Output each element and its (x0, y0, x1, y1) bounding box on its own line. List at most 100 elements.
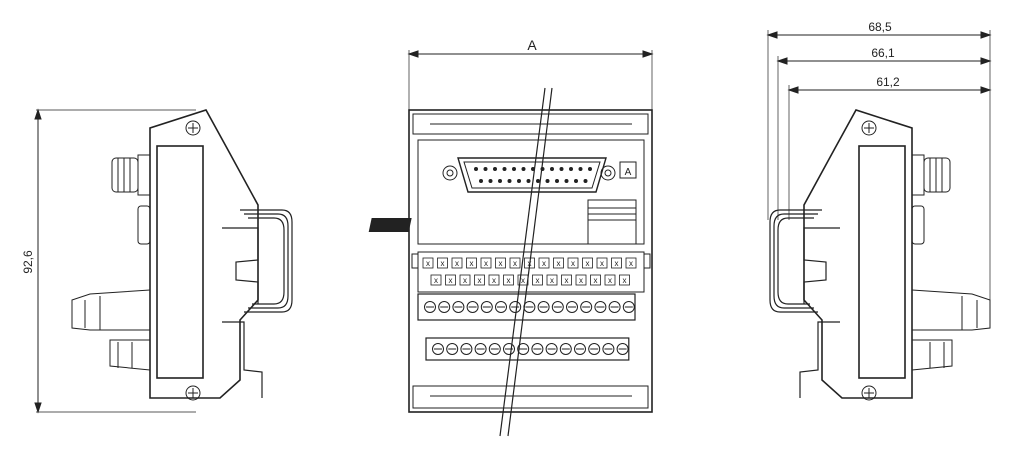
pin (474, 167, 478, 171)
din-rail-clip (222, 209, 293, 398)
depth-label-1: 68,5 (868, 20, 892, 34)
width-dimension: A (407, 37, 654, 112)
left-side-view: 92,6 (21, 108, 293, 414)
terminal-block-side (911, 289, 991, 371)
terminal-mark: x (623, 276, 627, 285)
terminal-screw-icon (602, 343, 615, 355)
terminal-screw-icon (616, 343, 629, 355)
terminal-mark: x (478, 276, 482, 285)
pin (488, 179, 493, 183)
terminal-screw-icon (559, 343, 572, 355)
pin (502, 167, 507, 171)
terminal-block (425, 337, 630, 361)
terminal-screw-icon (608, 301, 621, 313)
terminal-mark-box (567, 257, 579, 269)
terminal-screw-icon (466, 301, 479, 313)
terminal-row-top (417, 293, 636, 321)
terminal-mark: x (594, 276, 598, 285)
pin (483, 167, 488, 171)
terminal-mark: x (492, 276, 496, 285)
terminal-mark: x (434, 276, 438, 285)
terminal-screw-icon (588, 343, 601, 355)
terminal-screw-icon (495, 301, 507, 313)
tag-box (619, 161, 637, 179)
terminal-mark-box (474, 274, 485, 286)
terminal-mark: x (463, 276, 467, 285)
terminal-mark-box (611, 257, 622, 269)
pin (526, 179, 531, 183)
terminal-mark-box (437, 257, 448, 269)
terminal-mark: x (600, 259, 604, 268)
pin (521, 167, 526, 171)
terminal-screw-icon (517, 343, 530, 355)
pin (559, 167, 564, 171)
screw-icon (861, 385, 877, 401)
terminal-mark-box (596, 257, 608, 269)
terminal-mark-box (503, 274, 514, 286)
depth-dimensions: 68,5 66,1 61,2 (766, 20, 992, 326)
pin (517, 179, 521, 183)
pin (507, 179, 512, 183)
pin (555, 179, 559, 183)
latch-side (911, 205, 925, 245)
terminal-row-bottom (425, 337, 630, 361)
terminal-screw-icon (432, 343, 444, 355)
screw-icon (185, 385, 201, 401)
right-side-view: 68,5 66,1 61,2 (766, 20, 992, 401)
terminal-mark: x (586, 259, 590, 268)
terminal-mark-box (466, 257, 477, 269)
terminal-mark: x (565, 276, 569, 285)
terminal-mark-box (619, 274, 630, 286)
terminal-mark: x (579, 276, 583, 285)
break-line (499, 87, 553, 437)
terminal-mark: x (521, 276, 525, 285)
width-label: A (527, 37, 537, 53)
terminal-mark-box (532, 274, 543, 286)
pin (550, 167, 554, 171)
terminal-mark: x (550, 276, 554, 285)
terminal-mark: x (426, 259, 430, 268)
depth-label-2: 66,1 (871, 46, 895, 60)
brand-logo: Wirth (368, 218, 451, 232)
pin (536, 179, 540, 183)
terminal-mark-box (582, 257, 593, 269)
screw-icon (861, 120, 877, 136)
terminal-screw-icon (424, 301, 436, 313)
terminal-mark-box (430, 274, 442, 286)
terminal-mark-box (546, 274, 558, 286)
label-window (858, 145, 906, 379)
pin (498, 179, 502, 183)
terminal-mark: x (615, 259, 619, 268)
terminal-mark: x (441, 259, 445, 268)
pin (574, 179, 578, 183)
terminal-mark: x (536, 276, 540, 285)
terminal-mark: x (455, 259, 459, 268)
din-rail-clip (769, 209, 840, 398)
terminal-screw-icon (474, 343, 487, 355)
terminal-mark-box (625, 257, 637, 269)
terminal-screw-icon (574, 343, 586, 355)
terminal-mark-box (459, 274, 471, 286)
terminal-screw-icon (446, 343, 459, 355)
logo-text: Wirth (425, 221, 450, 232)
terminal-mark: x (629, 259, 633, 268)
terminal-screw-icon (551, 301, 564, 313)
screw-icon (185, 120, 201, 136)
terminal-mark: x (507, 276, 511, 285)
terminal-screw-icon (460, 343, 473, 355)
depth-label-3: 61,2 (876, 75, 900, 89)
terminal-mark-box (445, 274, 456, 286)
terminal-screw-icon (545, 343, 558, 355)
front-view: A A Wirth (368, 37, 654, 437)
terminal-mark-box (590, 274, 601, 286)
terminal-mark-box (553, 257, 564, 269)
pin (583, 179, 588, 183)
pin (479, 179, 483, 183)
pin (512, 167, 516, 171)
latch-side (137, 205, 151, 245)
terminal-mark: x (571, 259, 575, 268)
terminal-mark: x (470, 259, 474, 268)
mounting-screw-icon (442, 165, 458, 181)
dsub-connector (442, 157, 616, 193)
